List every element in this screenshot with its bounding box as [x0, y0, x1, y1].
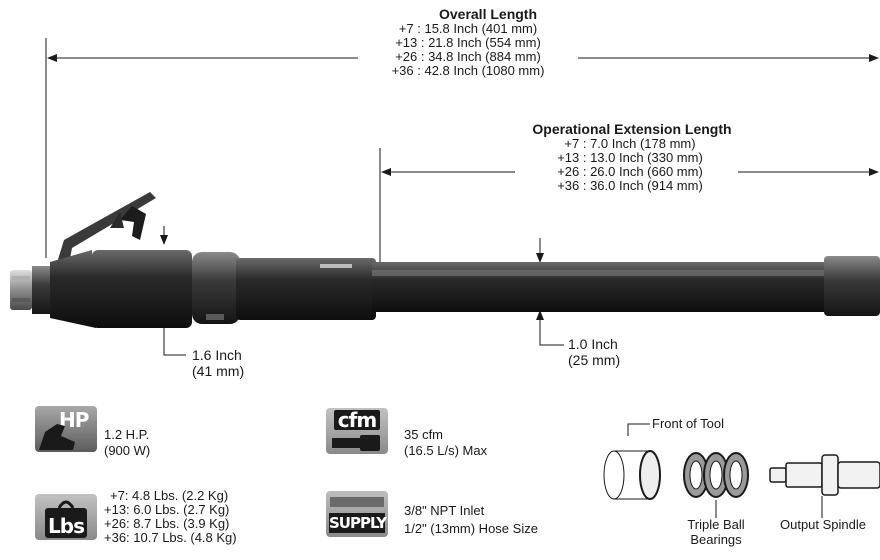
- output-spindle-label: Output Spindle: [780, 517, 867, 532]
- horsepower-value: 1.2 H.P.: [104, 427, 150, 442]
- operational-length-line: +26 : 26.0 Inch (660 mm): [557, 164, 703, 179]
- overall-length-dimension: [45, 38, 879, 258]
- weight-line: +36: 10.7 Lbs. (4.8 Kg): [104, 530, 237, 545]
- air-supply-icon-label: SUPPLY: [329, 513, 387, 533]
- horsepower-icon: HP: [35, 406, 97, 452]
- operational-length-title: Operational Extension Length: [532, 121, 732, 137]
- airflow-metric: (16.5 L/s) Max: [404, 443, 488, 458]
- body-diameter-mm: (41 mm): [192, 363, 245, 379]
- overall-length-line: +13 : 21.8 Inch (554 mm): [395, 35, 541, 50]
- triple-ball-bearings: [683, 452, 749, 498]
- throttle-lever: [56, 192, 156, 270]
- weight-icon-graphic: [45, 500, 87, 538]
- horse-head-icon: [39, 424, 75, 450]
- bearings-label-line2: Bearings: [690, 532, 742, 547]
- horsepower-watts: (900 W): [104, 443, 151, 458]
- extension-tube: [372, 262, 832, 312]
- overall-length-line: +26 : 34.8 Inch (884 mm): [395, 49, 541, 64]
- weight-line: +13: 6.0 Lbs. (2.7 Kg): [104, 502, 230, 517]
- output-spindle-part: [769, 454, 880, 496]
- weight-line: +7: 4.8 Lbs. (2.2 Kg): [110, 488, 229, 503]
- weight-line: +26: 8.7 Lbs. (3.9 Kg): [104, 516, 230, 531]
- extension-diameter-mm: (25 mm): [568, 352, 621, 368]
- front-ring: [603, 450, 661, 500]
- operational-length-dimension: [379, 148, 879, 262]
- hose-size: 1/2" (13mm) Hose Size: [404, 521, 538, 536]
- operational-length-line: +7 : 7.0 Inch (178 mm): [564, 136, 696, 151]
- weight-icon: Lbs: [35, 494, 97, 540]
- front-of-tool-label: Front of Tool: [652, 416, 725, 431]
- bearings-label-line1: Triple Ball: [687, 517, 745, 532]
- motor-housing: [92, 250, 192, 328]
- front-of-tool-leader: [627, 423, 650, 436]
- airflow-value: 35 cfm: [404, 427, 444, 442]
- extension-diameter-inch: 1.0 Inch: [568, 336, 618, 352]
- airflow-icon-label: cfm: [334, 410, 380, 430]
- rear-inlet: [824, 256, 880, 316]
- operational-length-line: +36 : 36.0 Inch (914 mm): [557, 178, 703, 193]
- air-supply-icon: SUPPLY: [326, 491, 388, 537]
- threaded-fitting-icon: [330, 497, 384, 507]
- tool-illustration: [10, 192, 880, 328]
- overall-length-line: +36 : 42.8 Inch (1080 mm): [391, 63, 545, 78]
- parts-illustration: [603, 450, 880, 518]
- inlet-size: 3/8" NPT Inlet: [404, 503, 485, 518]
- weight-icon-label: Lbs: [48, 514, 85, 538]
- air-fitting-icon: [332, 435, 380, 451]
- diameter-markers: [160, 226, 564, 356]
- horsepower-icon-label: HP: [59, 408, 89, 432]
- operational-length-line: +13 : 13.0 Inch (330 mm): [557, 150, 703, 165]
- overall-length-line: +7 : 15.8 Inch (401 mm): [398, 21, 538, 36]
- airflow-icon: cfm: [326, 408, 388, 454]
- body-diameter-inch: 1.6 Inch: [192, 347, 242, 363]
- overall-length-title: Overall Length: [438, 6, 538, 22]
